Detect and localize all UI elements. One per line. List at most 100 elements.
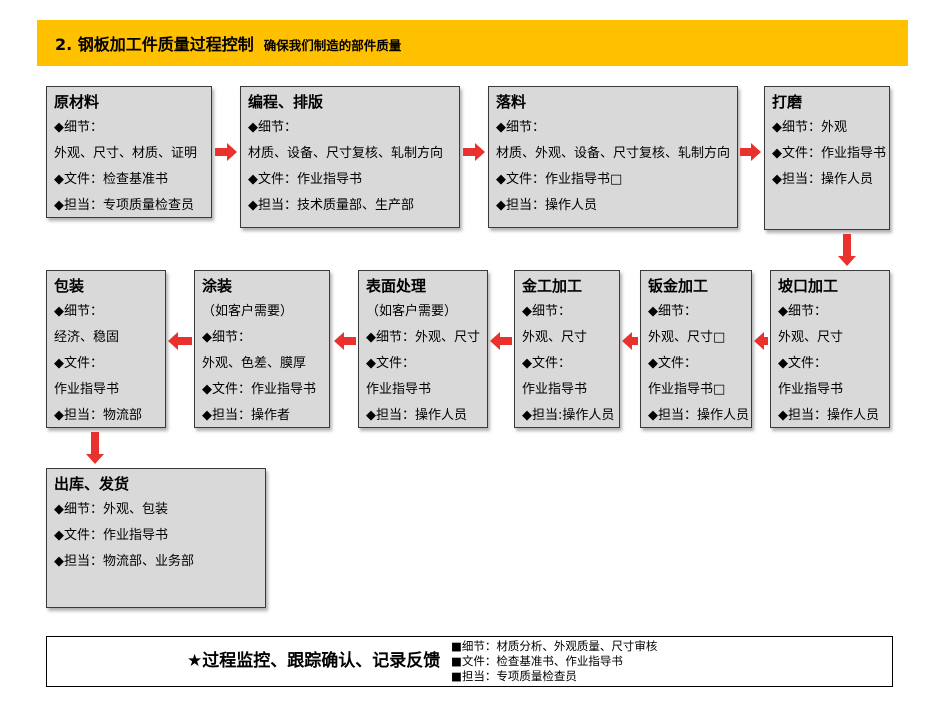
- text-line: ◆文件：: [778, 356, 827, 371]
- text-line: ◆担当：专项质量检查员: [54, 198, 194, 213]
- process-box-lines: ◆细节：外观、包装 ◆文件：作业指导书 ◆担当：物流部、业务部: [54, 497, 258, 575]
- process-box-painting: 涂装 （如客户需要） ◆细节： 外观、色差、膜厚 ◆文件：作业指导书 ◆担当：操作者: [194, 270, 330, 428]
- text-line: ◆担当：操作人员: [496, 198, 597, 213]
- monitoring-headline: ★过程监控、跟踪确认、记录反馈: [187, 651, 441, 671]
- text-line: ◆担当：操作人员: [648, 408, 749, 423]
- process-monitoring-panel: ★过程监控、跟踪确认、记录反馈 ■细节：材质分析、外观质量、尺寸审核■文件：检查…: [46, 636, 893, 687]
- process-box-title: 表面处理: [366, 277, 427, 295]
- text-line: 外观、尺寸、材质、证明: [54, 146, 198, 161]
- text-line: 作业指导书: [778, 382, 844, 397]
- arrow-down-icon: [86, 432, 104, 464]
- text-line: ◆细节：外观: [772, 120, 847, 135]
- text-line: 作业指导书: [366, 382, 432, 397]
- text-line: ◆细节：外观、尺寸: [366, 330, 480, 345]
- text-line: ◆担当：物流部: [54, 408, 142, 423]
- process-box-shipping: 出库、发货 ◆细节：外观、包装 ◆文件：作业指导书 ◆担当：物流部、业务部: [46, 468, 266, 608]
- process-box-lines: ◆细节： 外观、尺寸□ ◆文件： 作业指导书□ ◆担当：操作人员: [648, 299, 749, 429]
- process-box-lines: ◆细节： 经济、稳固 ◆文件： 作业指导书 ◆担当：物流部: [54, 299, 158, 429]
- arrow-left-icon: [622, 332, 638, 350]
- process-box-lines: ◆细节：材质、外观、设备、尺寸复核、轧制方向◆文件：作业指导书□◆担当：操作人员: [496, 115, 730, 219]
- process-box-blanking: 落料 ◆细节：材质、外观、设备、尺寸复核、轧制方向◆文件：作业指导书□◆担当：操…: [488, 86, 738, 228]
- process-box-title: 钣金加工: [648, 277, 709, 295]
- text-line: ■担当：专项质量检查员: [451, 669, 577, 683]
- text-line: 作业指导书: [522, 382, 588, 397]
- process-box-packing: 包装 ◆细节： 经济、稳固 ◆文件： 作业指导书 ◆担当：物流部: [46, 270, 166, 428]
- text-line: ◆文件：: [366, 356, 415, 371]
- text-line: ■细节：材质分析、外观质量、尺寸审核: [451, 639, 658, 653]
- text-line: ◆细节：: [54, 304, 103, 319]
- process-box-title: 金工加工: [522, 277, 583, 295]
- process-box-grinding: 打磨 ◆细节：外观 ◆文件：作业指导书 ◆担当：操作人员: [764, 86, 890, 230]
- text-line: ◆细节：: [778, 304, 827, 319]
- text-line: ◆细节：: [522, 304, 571, 319]
- process-box-title: 坡口加工: [778, 277, 839, 295]
- process-box-title: 落料: [496, 93, 527, 111]
- arrow-down-icon: [838, 234, 856, 266]
- text-line: 材质、外观、设备、尺寸复核、轧制方向: [496, 146, 731, 161]
- text-line: ◆文件：作业指导书: [202, 382, 316, 397]
- text-line: ◆担当：操作者: [202, 408, 290, 423]
- text-line: （如客户需要）: [366, 304, 458, 319]
- text-line: ◆细节：: [248, 120, 297, 135]
- text-line: ◆文件：: [54, 356, 103, 371]
- text-line: 外观、尺寸□: [648, 330, 726, 345]
- process-box-title: 编程、排版: [248, 93, 324, 111]
- process-box-surface-treatment: 表面处理 （如客户需要） ◆细节：外观、尺寸 ◆文件： 作业指导书 ◆担当：操作人员: [358, 270, 488, 428]
- page-title: 2. 钢板加工件质量过程控制: [55, 35, 254, 54]
- process-box-title: 涂装: [202, 277, 233, 295]
- slide-title-bar: 2. 钢板加工件质量过程控制 确保我们制造的部件质量: [37, 20, 908, 66]
- process-box-title: 原材料: [54, 93, 100, 111]
- arrow-left-icon: [754, 332, 768, 350]
- text-line: ◆文件：作业指导书: [248, 172, 362, 187]
- text-line: （如客户需要）: [202, 304, 294, 319]
- text-line: 经济、稳固: [54, 330, 120, 345]
- page-subtitle: 确保我们制造的部件质量: [263, 38, 402, 53]
- process-box-bevel-machining: 坡口加工 ◆细节： 外观、尺寸 ◆文件： 作业指导书 ◆担当：操作人员: [770, 270, 890, 428]
- text-line: ◆细节：: [202, 330, 251, 345]
- text-line: ◆文件：检查基准书: [54, 172, 168, 187]
- process-box-lines: ◆细节： 外观、尺寸 ◆文件： 作业指导书 ◆担当：操作人员: [778, 299, 882, 429]
- process-box-lines: ◆细节： 外观、尺寸、材质、证明 ◆文件：检查基准书 ◆担当：专项质量检查员: [54, 115, 204, 219]
- text-line: ◆担当:操作人员: [522, 408, 615, 423]
- text-line: 外观、尺寸: [522, 330, 588, 345]
- process-box-lines: ◆细节： 外观、尺寸 ◆文件： 作业指导书 ◆担当:操作人员: [522, 299, 615, 429]
- text-line: ◆文件：作业指导书: [772, 146, 886, 161]
- text-line: ◆担当：物流部、业务部: [54, 554, 194, 569]
- text-line: ◆担当：操作人员: [772, 172, 873, 187]
- process-box-title: 包装: [54, 277, 85, 295]
- process-box-lines: （如客户需要） ◆细节：外观、尺寸 ◆文件： 作业指导书 ◆担当：操作人员: [366, 299, 480, 429]
- process-box-lines: ◆细节：外观 ◆文件：作业指导书 ◆担当：操作人员: [772, 115, 886, 193]
- text-line: ■文件：检查基准书、作业指导书: [451, 654, 623, 668]
- text-line: 外观、色差、膜厚: [202, 356, 307, 371]
- monitoring-notes: ■细节：材质分析、外观质量、尺寸审核■文件：检查基准书、作业指导书■担当：专项质…: [451, 639, 657, 684]
- process-box-sheet-metal: 钣金加工 ◆细节： 外观、尺寸□ ◆文件： 作业指导书□ ◆担当：操作人员: [640, 270, 752, 428]
- process-box-title: 打磨: [772, 93, 803, 111]
- arrow-left-icon: [168, 332, 192, 350]
- text-line: 材质、设备、尺寸复核、轧制方向: [248, 146, 444, 161]
- text-line: 作业指导书□: [648, 382, 726, 397]
- arrow-left-icon: [334, 332, 356, 350]
- text-line: ◆文件：: [648, 356, 697, 371]
- text-line: 作业指导书: [54, 382, 120, 397]
- text-line: ◆担当：操作人员: [778, 408, 879, 423]
- text-line: 外观、尺寸: [778, 330, 844, 345]
- text-line: ◆文件：: [522, 356, 571, 371]
- process-box-raw-material: 原材料 ◆细节： 外观、尺寸、材质、证明 ◆文件：检查基准书 ◆担当：专项质量检查员: [46, 86, 212, 218]
- text-line: ◆细节：: [54, 120, 103, 135]
- arrow-right-icon: [215, 143, 237, 161]
- arrow-right-icon: [463, 143, 485, 161]
- text-line: ◆细节：: [648, 304, 697, 319]
- process-box-metalworking: 金工加工 ◆细节： 外观、尺寸 ◆文件： 作业指导书 ◆担当:操作人员: [514, 270, 620, 428]
- text-line: ◆担当：操作人员: [366, 408, 467, 423]
- text-line: ◆文件：作业指导书: [54, 528, 168, 543]
- process-box-lines: ◆细节： 材质、设备、尺寸复核、轧制方向 ◆文件：作业指导书 ◆担当：技术质量部、生产…: [248, 115, 452, 219]
- process-box-lines: （如客户需要） ◆细节： 外观、色差、膜厚 ◆文件：作业指导书 ◆担当：操作者: [202, 299, 322, 429]
- arrow-right-icon: [740, 143, 761, 161]
- text-line: ◆担当：技术质量部、生产部: [248, 198, 414, 213]
- arrow-left-icon: [490, 332, 512, 350]
- process-box-title: 出库、发货: [54, 475, 130, 493]
- text-line: ◆细节：外观、包装: [54, 502, 168, 517]
- process-box-programming-layout: 编程、排版 ◆细节： 材质、设备、尺寸复核、轧制方向 ◆文件：作业指导书 ◆担当：技术…: [240, 86, 460, 228]
- text-line: ◆细节：: [496, 120, 545, 135]
